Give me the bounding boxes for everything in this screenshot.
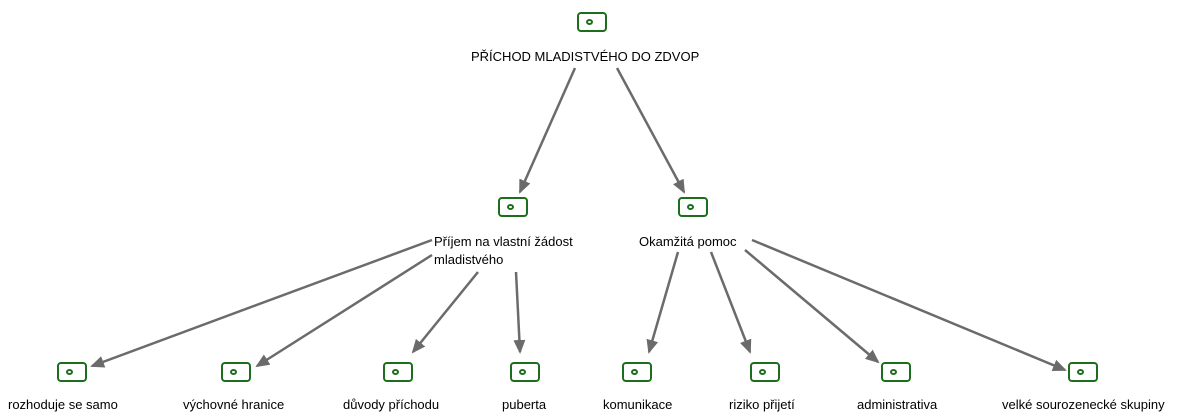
- root-node-label: PŘÍCHOD MLADISTVÉHO DO ZDVOP: [471, 49, 700, 64]
- arrow-root-to-branch-1: [518, 67, 577, 194]
- arrow-branch-2-to-child-2: [709, 251, 752, 354]
- arrow-branch-2-to-child-1: [646, 251, 680, 354]
- arrow-branch-1-to-child-3: [411, 271, 479, 354]
- branch-node-label-line1: Příjem na vlastní žádost: [434, 234, 573, 249]
- node-icon: [510, 362, 540, 382]
- branch-node-label-line2: mladistvého: [434, 252, 504, 267]
- node-icon: [577, 12, 607, 32]
- leaf-node-label: puberta: [502, 397, 547, 412]
- node-icon: [622, 362, 652, 382]
- node-icon: [383, 362, 413, 382]
- leaf-node-label: rozhoduje se samo: [8, 397, 118, 412]
- arrow-branch-1-to-child-2: [255, 253, 433, 368]
- leaf-node-label: riziko přijetí: [729, 397, 795, 412]
- arrow-branch-1-to-child-1: [90, 238, 433, 368]
- leaf-node-label: důvody příchodu: [343, 397, 440, 412]
- node-icon: [1068, 362, 1098, 382]
- node-icon: [221, 362, 251, 382]
- node-icon: [881, 362, 911, 382]
- arrow-branch-1-to-child-4: [513, 271, 526, 354]
- node-icon: [750, 362, 780, 382]
- node-icon: [498, 197, 528, 217]
- leaf-node-label: velké sourozenecké skupiny: [1002, 397, 1165, 412]
- node-icon: [57, 362, 87, 382]
- node-icon: [678, 197, 708, 217]
- branch-node-label: Okamžitá pomoc: [639, 234, 737, 249]
- arrow-branch-2-to-child-3: [744, 249, 880, 364]
- arrow-root-to-branch-2: [615, 67, 686, 194]
- leaf-node-label: administrativa: [857, 397, 938, 412]
- leaf-node-label: komunikace: [603, 397, 673, 412]
- arrow-branch-2-to-child-4: [751, 238, 1067, 372]
- leaf-node-label: výchovné hranice: [183, 397, 285, 412]
